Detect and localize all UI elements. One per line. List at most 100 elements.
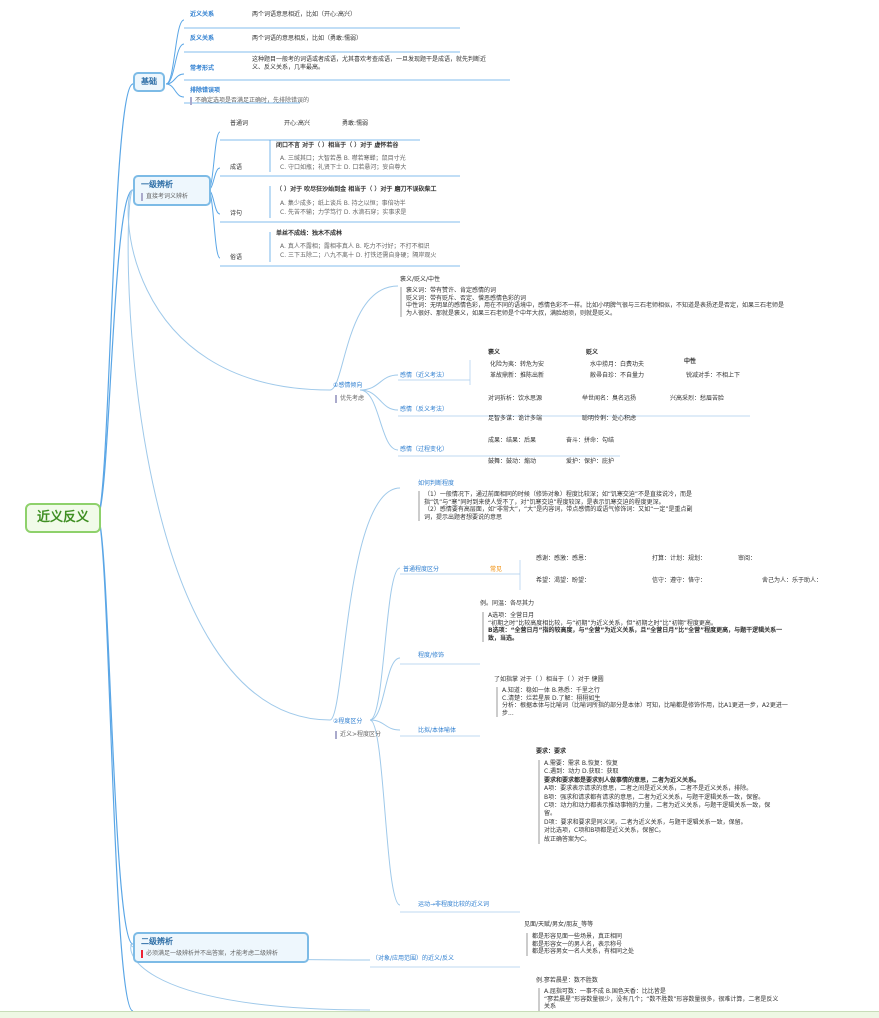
emotion-change-4: 爱护：保护：庇护 [566,458,615,465]
level2-row-1-label: （对象/应用范围）的近义/反义 [372,955,455,962]
emotion-col-3-title: 中性 [684,358,697,365]
degree-r3-l1: A.知道：稳如一体 B.熟悉：千里之行 [502,687,600,694]
level1-header-2: 开心:高兴 [284,120,311,127]
level2-r1-l3: 都是形容男女一名人关系，有相同之处 [532,948,635,955]
degree-row-3-q: 了如指掌 对于（ ）相当于（ ）对于 健圆 [494,676,604,683]
level1-c-2: C. 先苦不输；力学笃行 D. 水滴石穿；实事求是 [280,209,407,216]
emotion-row-2-label: 感情（反义考法） [400,406,449,413]
degree-row-2-lines: A选项：全营日月 “初期之时”比较高度相比较，与“初期”为近义关系，但“初期之时… [482,612,788,642]
level1-c-1: C. 守口如瓶；礼贤下士 D. 口若悬河；妄自尊大 [280,164,407,171]
degree-r4-l3: 要求和要求都是要求别人做事情的意思，二者为近义关系。 [544,776,701,784]
emotion-row-1-label: 感情（近义考法） [400,372,449,379]
emotion-change-1: 成果：结果：后果 [488,437,537,444]
level1-a-1: A. 三缄其口；大智若愚 B. 噤若寒蝉；鼠目寸光 [280,155,406,162]
degree-r1-a: 感谢：感激：感恩： [536,555,591,562]
degree-r4-l7: D项：要求和要求是同义词，二者为近义关系，与题干逻辑关系一致，保留。 [544,818,747,826]
bottom-scrollbar[interactable] [0,1011,879,1018]
degree-r1-c: 审阅： [738,555,757,562]
degree-r4-l5: B项：强求和请求都有请求的意思，二者为近义关系，与题干逻辑关系一致，保留。 [544,793,765,801]
level1-c-3: C. 三下五除二；八九不离十 D. 打铁还需自身硬；隔岸观火 [280,252,437,259]
degree-row-3-label: 比拟/本体喻体 [418,727,457,734]
level2-row-2-title: 例.寥若晨星：数不胜数 [536,977,598,984]
degree-row-2-label: 程度/修饰 [418,652,445,659]
level1-q-2: （ ）对于 吹尽狂沙始到金 相当于（ ）对于 磨刀不误砍柴工 [276,186,437,193]
emotion-col-1-title: 褒义 [488,349,501,356]
level2-row-1-title: 见面/天赋/男女/朋友_等等 [524,921,594,928]
degree-row-3-lines: A.知道：稳如一体 B.熟悉：千里之行 C.清楚：烂若星辰 D.了解：栩栩如生 … [496,687,792,717]
level1-note: 直接考词义辨析 [141,193,203,201]
degree-r1-b: 打算：计划：规划： [652,555,707,562]
emotion-pair-4: 足智多谋：诡计多端 [488,415,543,422]
emotion-col-1-line-2: 革故鼎新：推陈出新 [490,372,545,379]
emotion-pair-3: 兴高采烈：愁眉苦脸 [670,395,725,402]
degree-r3-l3: 分析：根据本体与比喻词（比喻词所指的部分是本体）可知，比喻都是修饰作用，比A1更… [502,702,788,717]
degree-r4-l1: A.需要：需求 B.恢复：恢复 [544,760,618,767]
basics-term-3: 常考形式 [190,65,215,72]
degree-r2-l3: B选项：“全营日月”指的较高度，与“全营”为近义关系，且“全营日月”比“全营”程… [488,627,783,642]
degree-how-1: （1）一般情况下，通过前面相同的时候（修饰对象）程度比较深；如“饥寒交迫”不是直… [424,491,693,506]
emotion-col-1-line-1: 化险为夷：转危为安 [490,361,545,368]
degree-r2-l2: “初期之时”比较高度相比较，与“初期”为近义关系，但“初期之时”比“初期”程度更… [488,619,717,627]
degree-r4-l2: C.遇到：动力 D.获取：获取 [544,768,619,776]
emotion-row-3-label: 感情（过程变化） [400,446,449,453]
level1-label: 一级辨析 [141,180,173,189]
degree-r1-f: 舍己为人：乐于助人： [762,577,823,584]
basics-desc-1: 两个词语意思相近，比如（开心:高兴） [252,11,357,18]
basics-desc-4: 不确定选项是否满足正确时，先排除错误的 [190,97,309,105]
degree-r3-l2: C.清楚：烂若星辰 D.了解：栩栩如生 [502,694,601,702]
degree-row-1-tag: 常见 [490,566,503,573]
level2-label: 二级辨析 [141,937,173,946]
degree-r4-l8: 对比选项，C项和B项都是近义关系，保留C。 [544,827,665,835]
emotion-col-3-line-1: 锐减对手：不相上下 [686,372,741,379]
degree-r1-e: 信守：遵守：恪守： [652,577,707,584]
level1-cat-3: 俗语 [230,254,243,261]
degree-r1-d: 希望：渴望：盼望： [536,577,591,584]
degree-r4-l6: C项：动力和动力都表示推动事物的力量，二者为近义关系，与题干逻辑关系一致，保留。 [544,801,771,818]
emotion-pair-1: 对词拆析：饮水思源 [488,395,543,402]
level2-note: 必须满足一级辨析并不出答案，才能考虑二级辨析 [141,950,301,958]
emotion-pair-5: 聪明伶俐：处心积虑 [582,415,637,422]
degree-row-1-label: 普通程度区分 [403,566,440,573]
degree-row-4-title: 要求：要求 [536,748,567,755]
level1-q-3: 单丝不成线：独木不成林 [276,230,343,237]
emotion-col-2-title: 贬义 [586,349,599,356]
level1-header-1: 普通词 [230,120,249,127]
level1-node[interactable]: 一级辨析 直接考词义辨析 [133,175,211,206]
level1-q-1: 闭口不言 对于（ ）相当于（ ）对于 虚怀若谷 [276,142,399,149]
level2-r2-l2: “寥若晨星”形容数量很少，没有几个；“数不胜数”形容数量很多，很难计算，二者是反… [544,995,779,1011]
level1-a-2: A. 集少成多；纸上谈兵 B. 持之以恒；事倍功半 [280,200,406,207]
level2-row-2-lines: A.屈指可数：一事不成 B.国色天香：比比皆是 “寥若晨星”形容数量很少，没有几… [538,988,784,1011]
level2-r1-l1: 都是形容见面一些场景，真正相同 [532,933,623,940]
basics-desc-3: 这种题目一般考的词语或者成语，尤其喜欢考查成语，一旦发现题干是成语，就先判断近义… [252,56,487,71]
basics-node[interactable]: 基础 [133,72,165,92]
emotion-defs: 褒义词：带有赞许、肯定感情的词 贬义词：带有贬斥、否定、憎恶感情色彩的词 中性词… [400,287,786,317]
emotion-head: 褒义/贬义/中性 [400,276,441,283]
level1-header-3: 勇敢:懦弱 [342,120,369,127]
degree-node[interactable]: ②程度区分 [333,718,363,725]
emotion-note: 优先考虑 [335,395,364,403]
level2-r2-l1: A.屈指可数：一事不成 B.国色天香：比比皆是 [544,988,666,995]
emotion-def-3: 中性词：无明显的感情色彩，用在不同的语境中，感情色彩不一样。比如小明脾气很与三石… [406,302,785,317]
degree-note: 近义>程度区分 [335,731,381,739]
degree-how-title: 如何判断程度 [418,480,455,487]
degree-r2-l1: A选项：全营日月 [488,612,535,619]
degree-r4-l4: A项：要求表示请求的意思，二者之间是近义关系，二者不是近义关系，排除。 [544,785,753,793]
degree-how: （1）一般情况下，通过前面相同的时候（修饰对象）程度比较深；如“饥寒交迫”不是直… [418,491,694,521]
level1-a-3: A. 真人不露相；露相非真人 B. 吃力不讨好；不打不相识 [280,243,430,250]
emotion-change-2: 奋斗：拼命：勾结 [566,437,615,444]
degree-how-2: （2）感情要有高层面，如“非常大”，“大”是内容词，带点感情的或语气修饰词：又如… [424,506,693,521]
emotion-node[interactable]: ①感情倾向 [333,382,363,389]
level2-node[interactable]: 二级辨析 必须满足一级辨析并不出答案，才能考虑二级辨析 [133,932,309,963]
level1-cat-2: 诗句 [230,210,243,217]
level2-row-1-lines: 都是形容见面一些场景，真正相同 都是形容女一的男人名，表示称号 都是形容男女一名… [526,933,772,956]
level2-r1-l2: 都是形容女一的男人名，表示称号 [532,940,623,948]
degree-r4-l9: 故正确答案为C。 [544,835,591,843]
emotion-def-1: 褒义词：带有赞许、肯定感情的词 [406,287,497,294]
emotion-def-2: 贬义词：带有贬斥、否定、憎恶感情色彩的词 [406,294,527,302]
basics-term-2: 反义关系 [190,35,215,42]
emotion-change-3: 鼓舞：鼓动：煽动 [488,458,537,465]
emotion-col-2-line-1: 水中捞月：白费功夫 [590,361,645,368]
basics-term-1: 近义关系 [190,11,215,18]
root-node[interactable]: 近义反义 [25,503,101,533]
basics-term-4: 排除错误项 [190,87,221,94]
